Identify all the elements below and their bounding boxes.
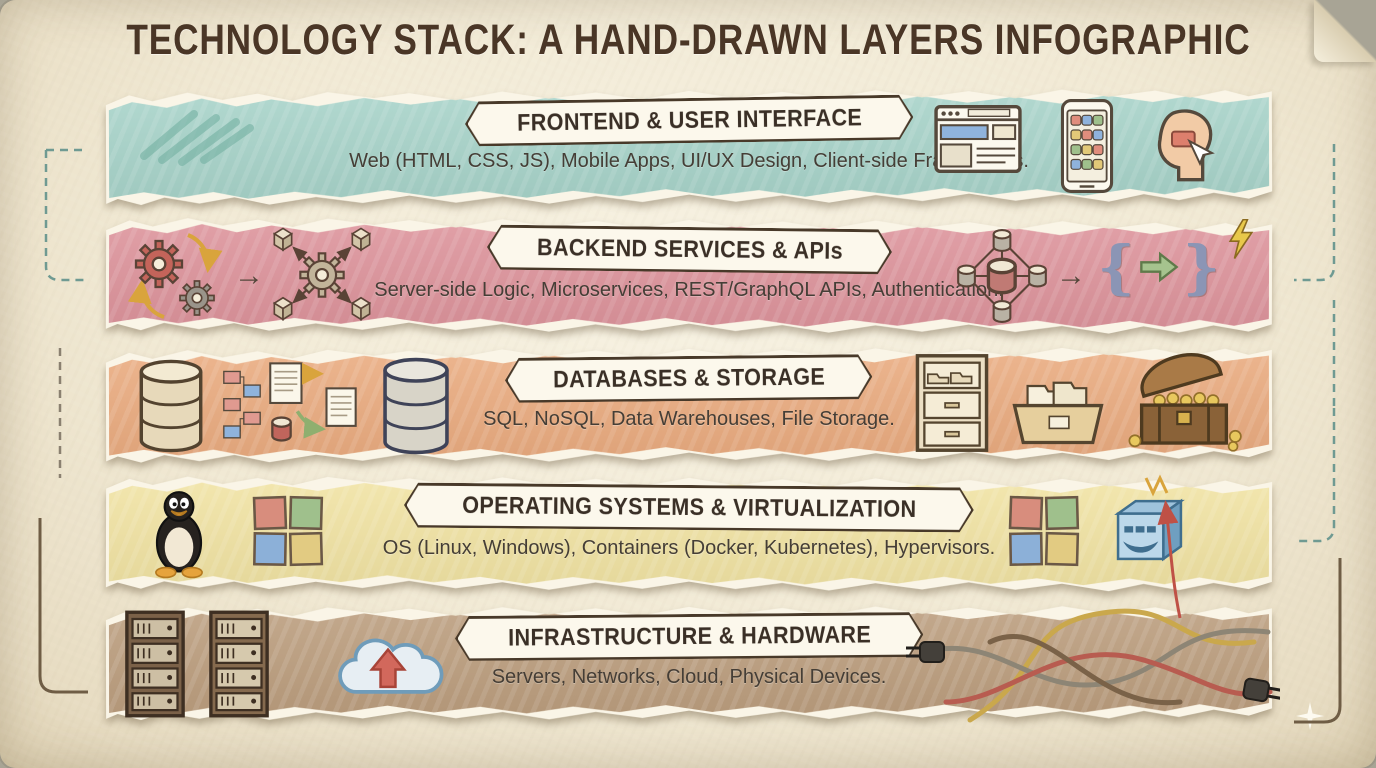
folder-box-icon [1008,374,1108,448]
teal-scribble-icon [132,102,312,168]
server-rack-icon [124,610,186,718]
data-warehouse-icon [374,356,458,456]
layer-databases: DATABASES & STORAGE SQL, NoSQL, Data War… [106,344,1272,466]
flow-arrow-icon: → [234,259,264,292]
cloud-upload-icon [332,628,444,706]
treasure-chest-icon [1126,352,1242,456]
layer-infrastructure: INFRASTRUCTURE & HARDWARE Servers, Netwo… [106,602,1272,724]
windows-logo-icon [252,495,324,567]
flow-arrows-left [38,148,88,694]
server-rack-icon [208,610,270,718]
file-cabinet-icon [914,352,990,454]
documents-transfer-icon [264,358,364,450]
code-braces-arrow-icon: { } [1097,233,1220,301]
data-blocks-icon [222,362,262,450]
flow-arrows-right [1294,144,1342,724]
flow-arrow-icon: → [1056,259,1086,292]
lightning-bolt-icon [1228,218,1254,259]
header: TECHNOLOGY STACK: A HAND-DRAWN LAYERS IN… [0,16,1376,65]
user-head-click-icon [1144,104,1224,186]
database-cluster-icon [954,227,1050,325]
layer-backend: BACKEND SERVICES & APIs Server-side Logi… [106,215,1272,337]
stack-diagram: FRONTEND & USER INTERFACE Web (HTML, CSS… [106,86,1280,731]
paper-fold [1314,0,1376,62]
page-title: TECHNOLOGY STACK: A HAND-DRAWN LAYERS IN… [125,16,1251,64]
layer-operating-systems: OPERATING SYSTEMS & VIRTUALIZATION OS (L… [106,473,1272,595]
docker-box-icon [1108,489,1196,571]
layer-frontend: FRONTEND & USER INTERFACE Web (HTML, CSS… [106,86,1272,208]
browser-window-icon [934,104,1022,174]
linux-tux-icon [146,481,212,587]
microservices-network-icon [270,225,374,325]
database-stack-icon [134,358,208,454]
gears-icon [126,225,226,327]
mobile-phone-icon [1060,98,1114,194]
windows-logo-icon [1008,495,1080,567]
